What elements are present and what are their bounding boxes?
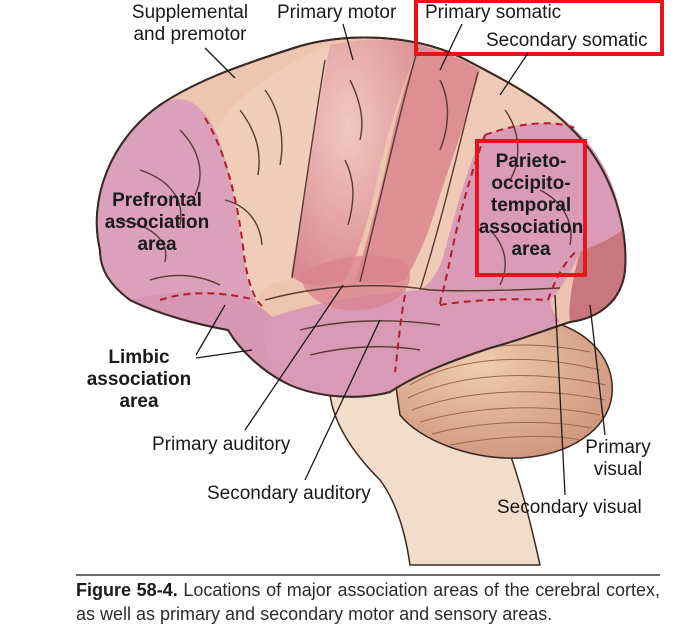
highlight-box-parieto-occipito-temporal <box>475 139 587 277</box>
label-primary-motor: Primary motor <box>277 2 397 23</box>
label-primary-auditory: Primary auditory <box>152 434 291 455</box>
label-prefrontal-line3: area <box>137 234 177 255</box>
premotor-region <box>215 45 330 305</box>
secondary-visual-region <box>550 252 580 323</box>
label-prefrontal-line2: association <box>104 212 210 233</box>
primary-somatic-region <box>355 45 480 284</box>
primary-auditory-region <box>300 255 411 311</box>
label-parieto-line3: temporal <box>490 195 572 216</box>
label-supplemental-premotor: Supplemental and premotor <box>128 2 252 46</box>
label-limbic-line3: area <box>119 391 159 412</box>
label-prefrontal-line1: Prefrontal <box>112 190 202 211</box>
label-limbic-association: Limbic association area <box>80 347 198 413</box>
label-limbic-line2: association <box>86 369 192 390</box>
label-secondary-visual: Secondary visual <box>497 497 642 518</box>
caption-figure-label: Figure 58-4. <box>76 580 178 600</box>
label-supplemental-line2: and premotor <box>133 24 247 45</box>
label-primary-visual: Primary visual <box>580 437 656 481</box>
label-primary-somatic: Primary somatic <box>425 2 562 23</box>
label-parieto-line1: Parieto- <box>495 151 567 172</box>
label-secondary-auditory: Secondary auditory <box>207 483 371 504</box>
caption-text: Locations of major association areas of … <box>76 580 660 624</box>
leader-lines <box>195 23 606 496</box>
primary-motor-region <box>290 39 420 286</box>
sulci <box>119 47 572 356</box>
figure-caption: Figure 58-4. Locations of major associat… <box>76 574 660 626</box>
temporal-region <box>264 282 569 397</box>
limbic-region <box>130 291 290 385</box>
parieto-occipito-temporal-region <box>420 123 622 305</box>
label-primary-visual-line1: Primary <box>585 437 651 458</box>
secondary-somatic-region <box>405 70 570 290</box>
label-secondary-somatic: Secondary somatic <box>486 30 648 51</box>
label-primary-visual-line2: visual <box>593 459 643 480</box>
association-borders <box>159 117 579 373</box>
label-parieto-line5: area <box>511 239 551 260</box>
label-parieto-line4: association <box>478 217 584 238</box>
label-supplemental-line1: Supplemental <box>131 2 249 23</box>
label-parieto-occipito-temporal: Parieto- occipito- temporal association … <box>475 151 587 261</box>
label-prefrontal-association: Prefrontal association area <box>98 190 216 256</box>
highlight-box-primary-somatic <box>414 0 664 56</box>
label-parieto-line2: occipito- <box>491 173 571 194</box>
label-limbic-line1: Limbic <box>108 347 170 368</box>
